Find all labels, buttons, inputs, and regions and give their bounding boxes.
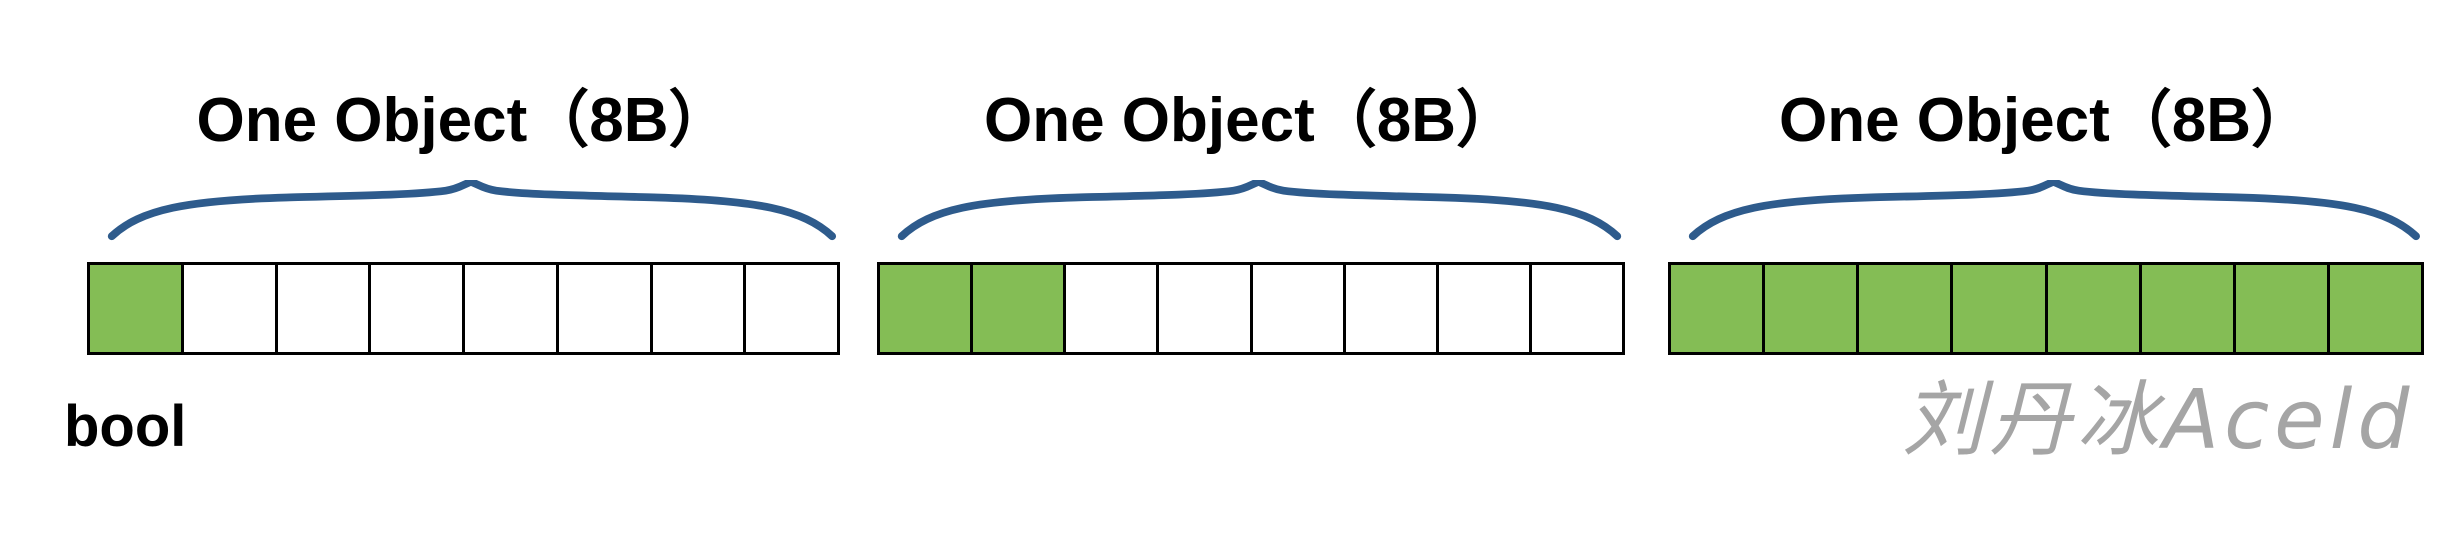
memory-cell-filled (2141, 265, 2236, 352)
memory-cell-filled (973, 265, 1067, 352)
byte-cells-row (1668, 262, 2424, 355)
type-label-bool: bool (64, 394, 187, 459)
memory-cell-empty (652, 265, 747, 352)
memory-cell-filled (2235, 265, 2330, 352)
memory-cell-empty (277, 265, 372, 352)
memory-cell-filled (2329, 265, 2421, 352)
memory-cell-filled (1953, 265, 2048, 352)
memory-cell-empty (465, 265, 559, 352)
group-title: One Object（8B） (196, 86, 731, 155)
memory-cell-filled (1859, 265, 1954, 352)
memory-cell-empty (1252, 265, 1346, 352)
byte-cells-row (87, 262, 840, 355)
object-group-3: One Object（8B） (1668, 0, 2424, 540)
byte-cells-row (877, 262, 1625, 355)
memory-cell-filled (2047, 265, 2142, 352)
memory-cell-empty (183, 265, 278, 352)
memory-cell-empty (1531, 265, 1622, 352)
object-group-1: One Object（8B） (87, 0, 840, 540)
memory-cell-empty (1159, 265, 1253, 352)
memory-cell-empty (746, 265, 837, 352)
group-title: One Object（8B） (984, 86, 1518, 155)
object-group-2: One Object（8B） (877, 0, 1625, 540)
memory-cell-empty (1066, 265, 1160, 352)
curly-brace-icon (1688, 180, 2421, 241)
memory-cell-empty (371, 265, 465, 352)
memory-cell-empty (1438, 265, 1532, 352)
curly-brace-icon (897, 180, 1622, 241)
watermark-signature: 刘丹冰Aceld (1902, 373, 2415, 468)
memory-cell-filled (1671, 265, 1766, 352)
memory-cell-filled (1765, 265, 1860, 352)
curly-brace-icon (107, 180, 837, 241)
group-title: One Object（8B） (1779, 86, 2313, 155)
memory-cell-filled (880, 265, 974, 352)
memory-cell-filled (90, 265, 184, 352)
memory-cell-empty (558, 265, 653, 352)
memory-cell-empty (1345, 265, 1439, 352)
